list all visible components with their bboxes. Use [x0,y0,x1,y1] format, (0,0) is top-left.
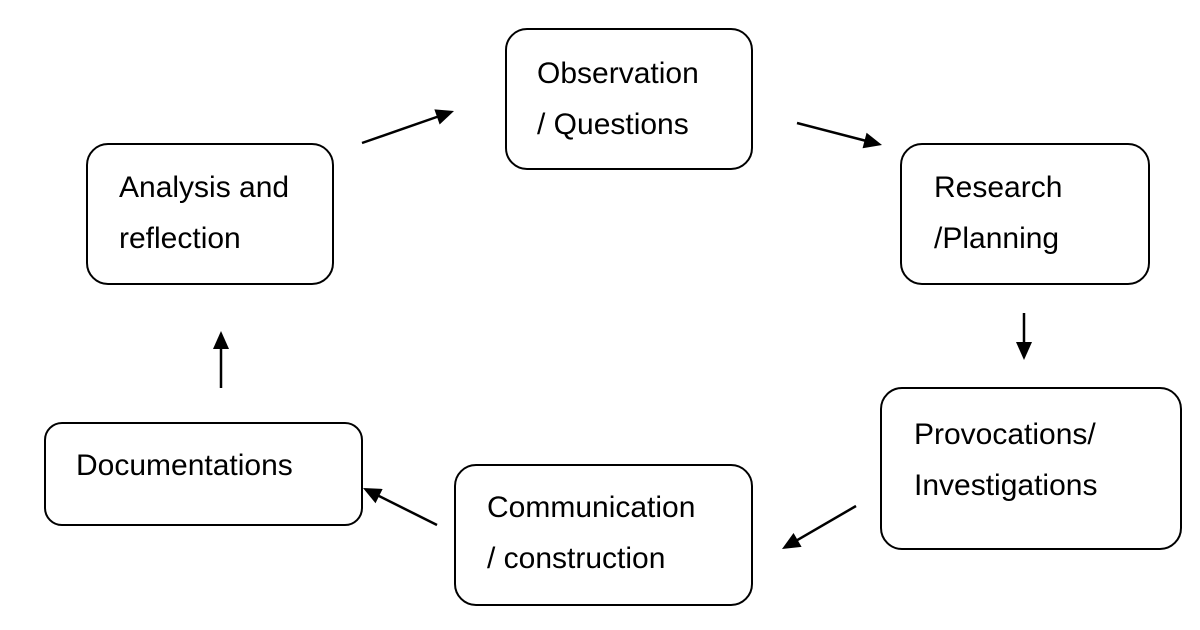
arrow-head [862,132,882,149]
arrow-shaft [796,121,867,143]
arrow-shaft [361,115,440,145]
arrow-head [213,331,229,349]
node-analysis-reflection: Analysis and reflection [86,143,334,285]
node-provocations-investigations: Provocations/ Investigations [880,387,1182,550]
node-label-line: reflection [119,222,241,255]
node-label-line: Communication [487,491,696,524]
arrow-communication-to-documentations [363,488,438,527]
arrow-documentations-to-analysis [213,331,229,388]
node-label-line: Analysis and [119,171,290,204]
arrow-shaft [376,494,438,527]
node-label-line: Documentations [76,449,293,482]
arrow-head [1016,342,1032,360]
arrow-observation-to-research [796,121,882,149]
node-observation-questions: Observation / Questions [505,28,753,170]
node-label-line: / construction [487,542,666,575]
node-label-line: Research [934,171,1063,204]
node-label-line: / Questions [537,108,689,141]
arrow-head [363,488,383,504]
arrow-research-to-provocations [1016,313,1032,360]
arrow-shaft [795,504,857,543]
node-label-line: Investigations [914,469,1098,502]
arrow-head [434,109,454,125]
node-label-line: Provocations/ [914,418,1096,451]
arrow-analysis-to-observation [361,109,454,145]
node-research-planning: Research /Planning [900,143,1150,285]
node-documentations: Documentations [44,422,363,526]
node-label-line: /Planning [934,222,1060,255]
node-label-line: Observation [537,57,699,90]
arrow-provocations-to-communication [782,504,857,549]
node-communication-construction: Communication / construction [454,464,753,606]
arrow-head [782,533,802,549]
